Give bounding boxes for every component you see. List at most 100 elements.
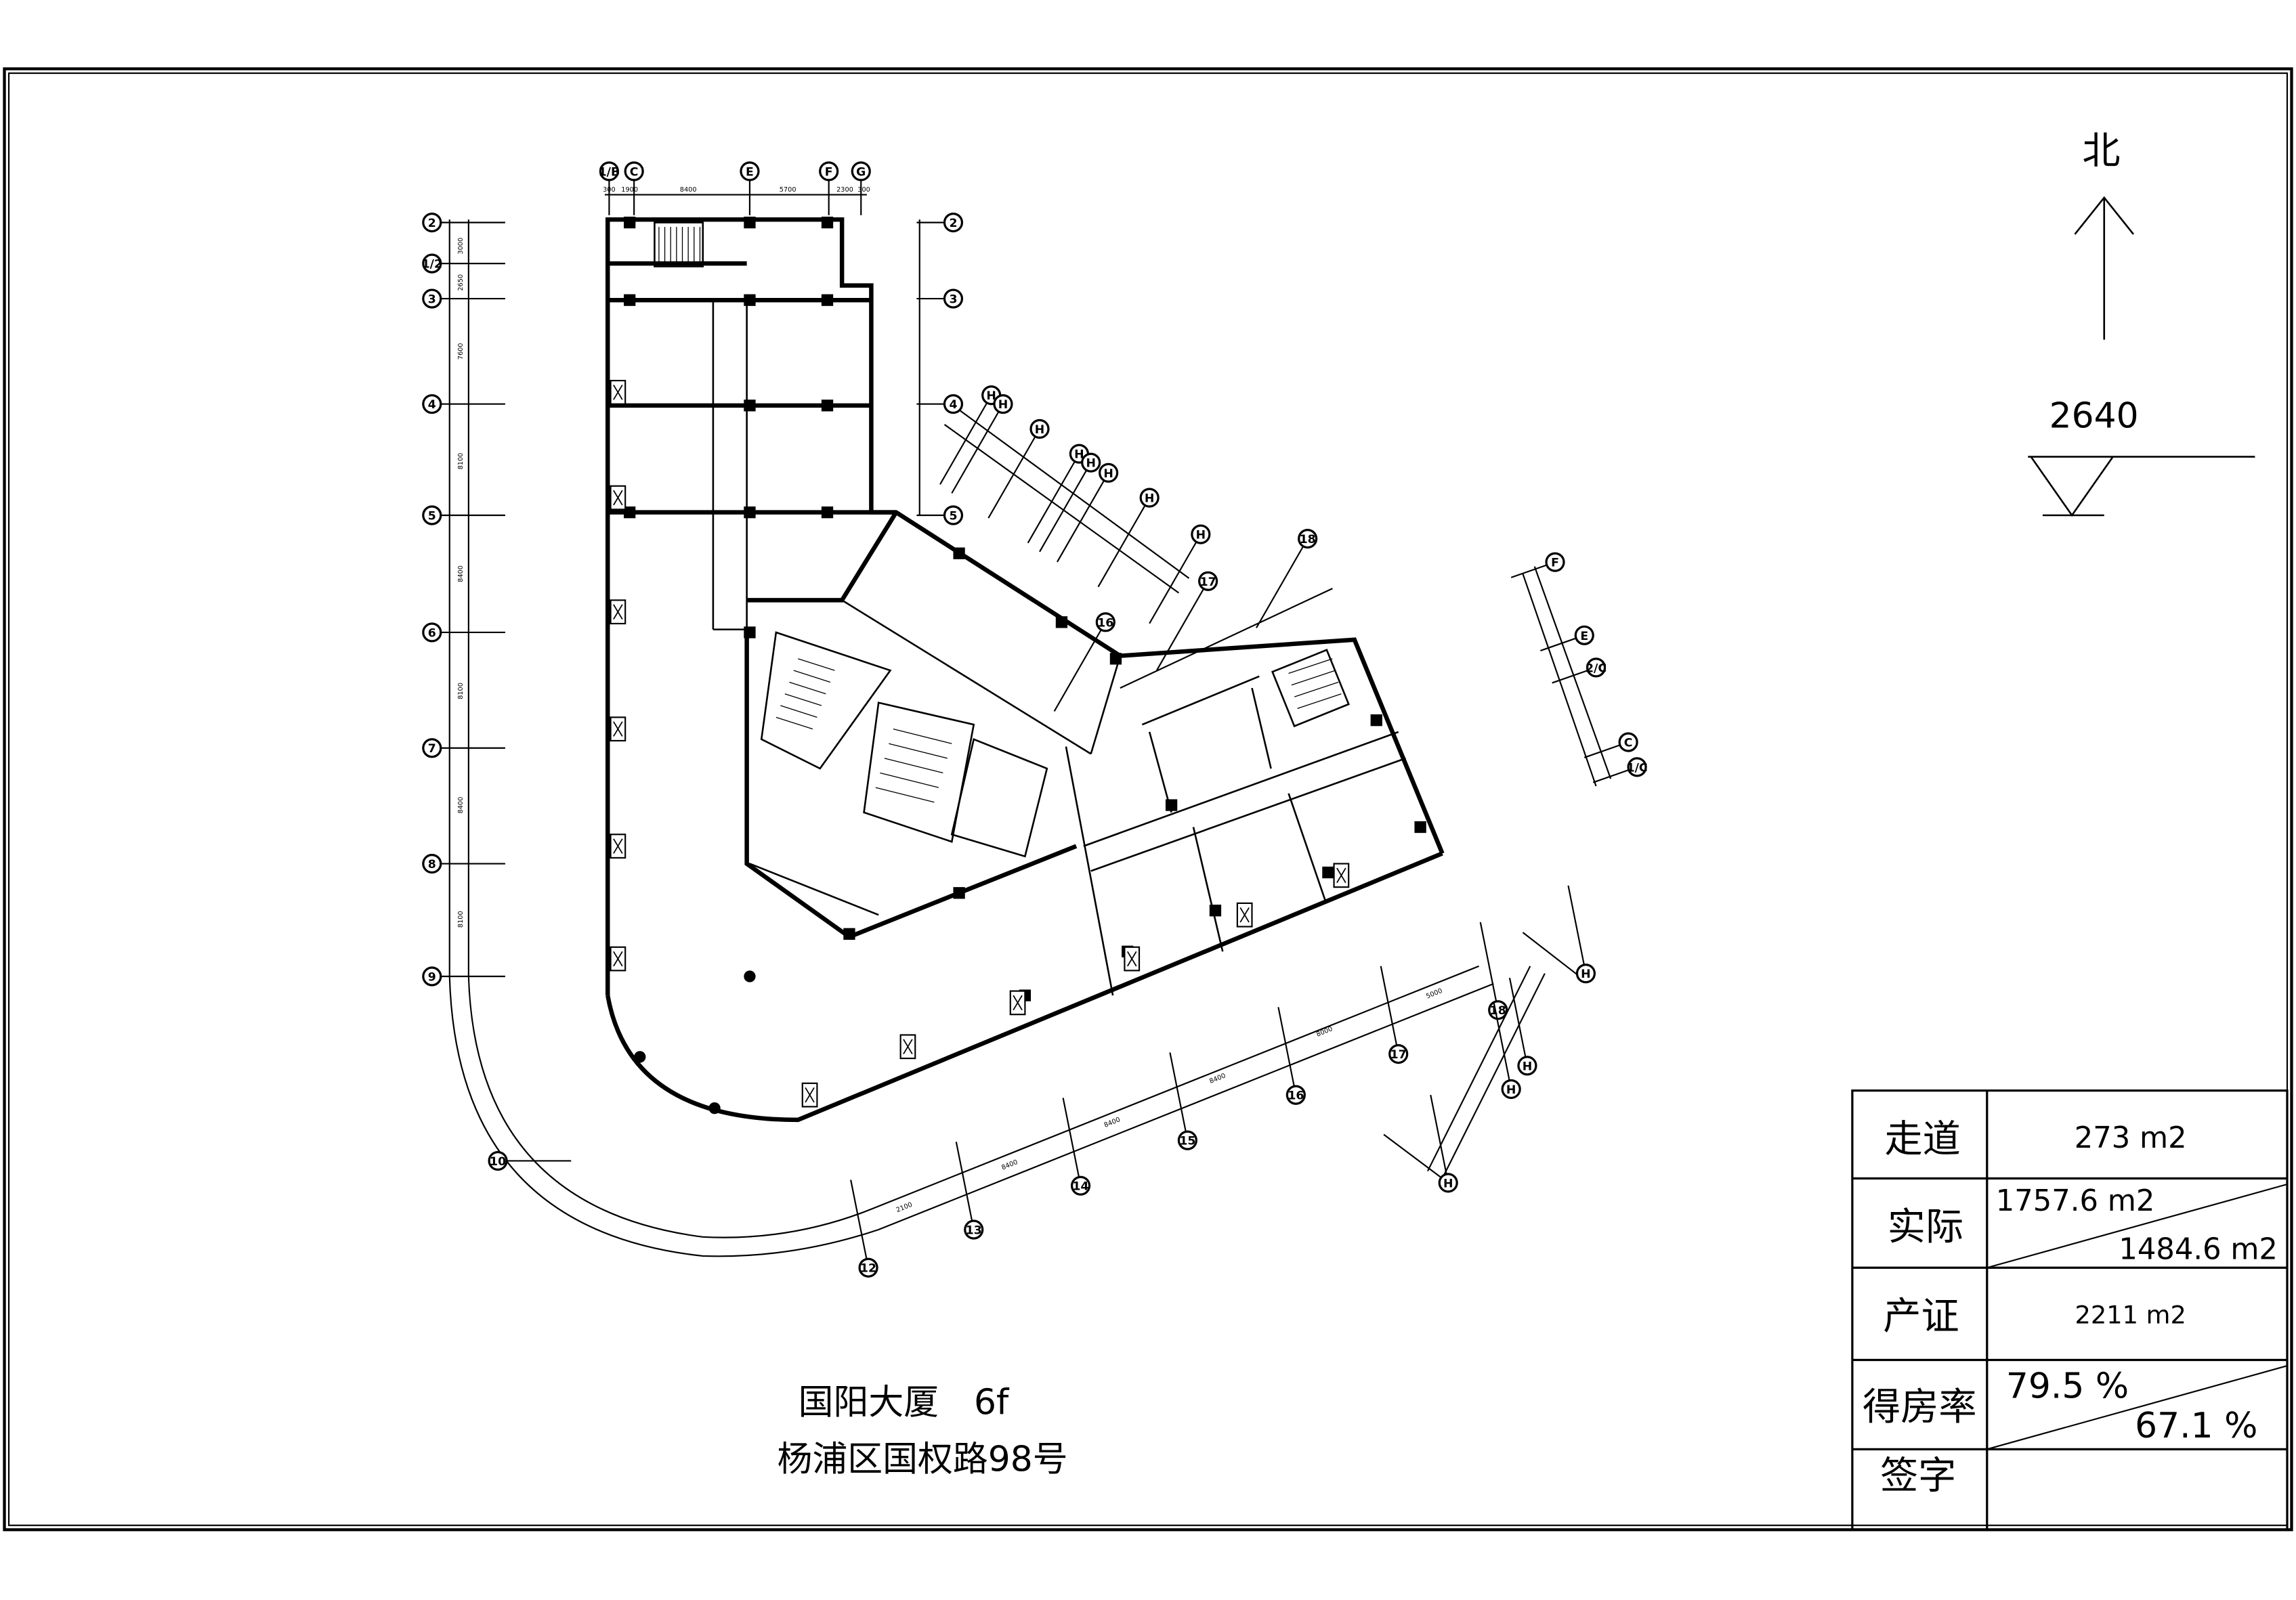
- axis-label: E: [746, 165, 754, 179]
- axis-bubble-lower: H: [1430, 1094, 1458, 1193]
- axis-bubble-left: 1/2: [422, 253, 505, 274]
- axis-bubble-top: 1/B: [599, 161, 620, 215]
- column: [1165, 799, 1178, 811]
- axis-bubble-top: G: [851, 161, 871, 215]
- axis-label: H: [1523, 1060, 1532, 1073]
- axis-label: G: [856, 165, 866, 179]
- axis-bubble-top: C: [624, 161, 644, 215]
- dimension-label: 8100: [457, 911, 465, 928]
- axis-label: 13: [966, 1224, 982, 1238]
- axis-label: 2: [428, 217, 436, 230]
- column: [1109, 653, 1122, 665]
- axis-bubble-lower: 14: [1062, 1098, 1091, 1196]
- shaft-icon: [610, 716, 626, 742]
- axis-label: 2/C: [1586, 662, 1607, 675]
- axis-label: H: [1506, 1083, 1516, 1097]
- axis-bubble-lower: 12: [850, 1180, 878, 1278]
- axis-bubble-right_group: 1/C: [1592, 757, 1648, 783]
- axis-bubble-left: 3: [422, 288, 505, 309]
- axis-label: 3: [949, 293, 957, 307]
- axis-bubble-diagonal_upper: H: [951, 394, 1013, 494]
- axis-bubble-diagonal_upper: 18: [1256, 529, 1318, 628]
- column: [744, 294, 756, 306]
- dimension-label: 8000: [1315, 1025, 1334, 1038]
- dimension-label: 2100: [895, 1201, 914, 1214]
- axis-label: 4: [949, 398, 957, 412]
- axis-label: 14: [1073, 1180, 1089, 1194]
- column: [953, 547, 965, 559]
- column: [1370, 714, 1382, 727]
- row-label-efficiency: 得房率: [1863, 1385, 1977, 1429]
- axis-bubble-diagonal_upper: H: [987, 418, 1050, 519]
- shaft-icon: [610, 380, 626, 405]
- shaft-icon: [610, 485, 626, 511]
- drawing-frame-inner: [7, 72, 2289, 1526]
- axis-label: H: [1086, 457, 1095, 471]
- column: [744, 216, 756, 229]
- axis-label: H: [1443, 1177, 1453, 1190]
- efficiency-net: 67.1 %: [2135, 1406, 2257, 1446]
- axis-label: 8: [428, 858, 436, 871]
- axis-bubble-lower: H: [1493, 1001, 1521, 1100]
- axis-bubble-lower: 17: [1380, 966, 1409, 1064]
- axis-label: H: [1074, 448, 1084, 462]
- dimension-label: 300: [857, 186, 870, 194]
- dimension-label: 8400: [680, 186, 697, 194]
- axis-label: H: [1145, 492, 1154, 506]
- dimension-label: 8100: [457, 683, 465, 699]
- axis-label: 16: [1288, 1089, 1304, 1103]
- column: [821, 506, 834, 519]
- shaft-icon: [1236, 902, 1253, 928]
- axis-bubble-lower: H: [1508, 977, 1537, 1076]
- shaft-icon: [610, 834, 626, 859]
- drawing-frame: [3, 67, 2293, 1532]
- dimension-label: 8100: [457, 453, 465, 470]
- elevation-marker-icon: [2028, 456, 2255, 517]
- axis-label: C: [1624, 737, 1633, 750]
- axis-bubble-diagonal_upper: 17: [1156, 571, 1218, 671]
- drawing-title: 国阳大厦 6f: [799, 1382, 1010, 1423]
- area-table: 走道 273 m2 实际 1757.6 m2 1484.6 m2 产证 2211…: [1851, 1089, 2289, 1531]
- axis-label: 7: [428, 742, 436, 756]
- dimension-label: 5000: [1425, 987, 1443, 1000]
- axis-label: F: [825, 165, 833, 179]
- axis-bubble-lower: 16: [1277, 1007, 1306, 1105]
- dimension-label: 300: [603, 186, 616, 194]
- axis-bubble-right_group: F: [1510, 552, 1565, 578]
- axis-label: 10: [490, 1155, 506, 1169]
- column-round: [634, 1051, 646, 1063]
- column: [1209, 905, 1222, 917]
- axis-bubble-diagonal_upper: H: [1057, 462, 1119, 563]
- axis-bubble-left: 9: [422, 966, 505, 987]
- axis-label: H: [1103, 467, 1113, 481]
- axis-label: 1/C: [1627, 761, 1648, 775]
- axis-bubble-top: E: [740, 161, 760, 215]
- axis-bubble-right_group: E: [1540, 625, 1594, 652]
- axis-bubble-left: 2: [422, 213, 505, 233]
- axis-label: 16: [1097, 616, 1113, 630]
- shaft-icon: [1124, 946, 1141, 972]
- axis-label: E: [1580, 630, 1588, 643]
- axis-bubble-lower: 18: [1479, 922, 1508, 1020]
- axis-bubble-left: 4: [422, 394, 505, 414]
- axis-label: 18: [1490, 1004, 1506, 1018]
- axis-label: 6: [428, 626, 436, 640]
- drawing-address: 杨浦区国权路98号: [777, 1440, 1067, 1480]
- axis-bubble-lower: 13: [955, 1142, 984, 1240]
- axis-bubble-right: 5: [916, 505, 964, 525]
- axis-bubble-top: F: [819, 161, 839, 215]
- axis-label: H: [1196, 529, 1206, 542]
- axis-bubble-left: 8: [422, 853, 505, 874]
- axis-bubble-right: 2: [916, 213, 964, 233]
- column: [744, 506, 756, 519]
- row-label-certificate: 产证: [1883, 1295, 1959, 1339]
- column-round: [708, 1102, 721, 1115]
- axis-bubble-left: 7: [422, 738, 505, 758]
- shaft-icon: [1009, 990, 1026, 1016]
- row-label-signature: 签字: [1880, 1454, 1956, 1498]
- column: [1055, 616, 1068, 628]
- dimension-label: 8400: [457, 797, 465, 814]
- axis-bubble-right: 4: [916, 394, 964, 414]
- north-arrow-icon: [2074, 196, 2134, 340]
